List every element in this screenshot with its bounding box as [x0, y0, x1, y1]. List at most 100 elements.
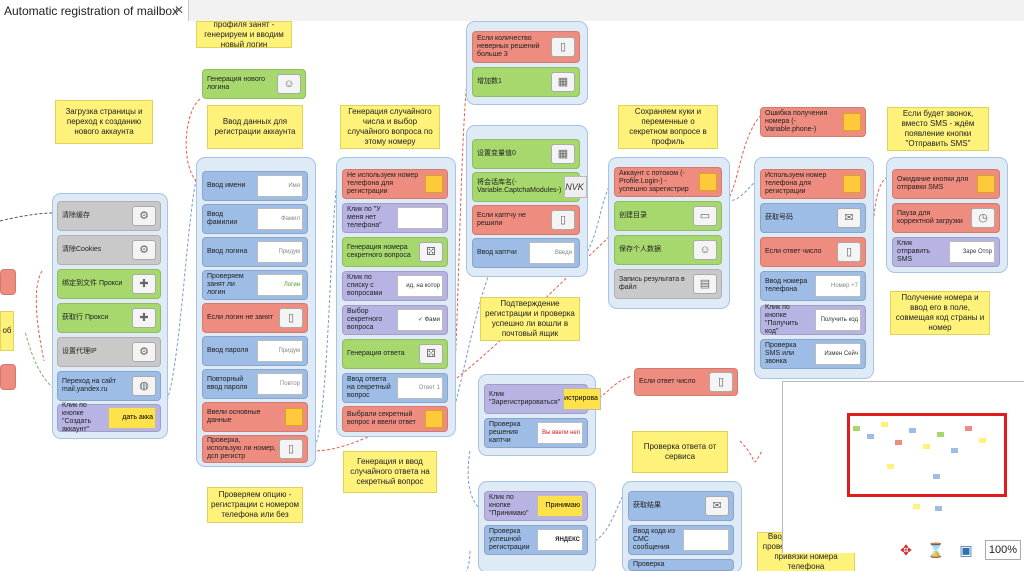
block-label: 绑定到文件 Прокси: [62, 280, 123, 287]
block-label: Клик по "У меня нет телефона": [347, 206, 382, 229]
move-icon[interactable]: ✥: [900, 541, 912, 558]
block-answer-is-number[interactable]: Если ответ число ▯: [760, 237, 866, 267]
block-set-var-zero[interactable]: 设置变量值0 ▦: [472, 139, 580, 169]
block-pause[interactable]: Пауза для корректной загрузки◷: [892, 203, 1000, 233]
phone-icon: ▯: [837, 242, 861, 262]
block-captcha-module[interactable]: 将会话库名(-Variable.CaptchaModules-)NVK: [472, 172, 587, 202]
block-set-proxy[interactable]: 设置代理IP⚙: [57, 337, 161, 367]
block-label: 创建目录: [619, 212, 647, 219]
block-data-entered[interactable]: Ввели основные данные: [202, 402, 308, 432]
hourglass-icon[interactable]: ⌛: [927, 541, 945, 558]
block-select-question[interactable]: Выбор секретного вопроса✓ Фами: [342, 305, 448, 335]
close-icon[interactable]: ✕: [174, 3, 185, 17]
block-wrong-solutions[interactable]: Если количество неверных решений больше …: [472, 31, 580, 63]
block-generate-login[interactable]: Генерация нового логина☺: [202, 69, 306, 99]
block-check[interactable]: Проверка: [628, 559, 734, 571]
block-preview: Придум: [257, 340, 303, 362]
block-label: 清除Cookies: [62, 246, 102, 253]
block-preview: Имя: [257, 175, 303, 197]
phone-icon: ▯: [279, 308, 303, 328]
minimap-node: [853, 426, 860, 431]
phone-icon: ▯: [709, 372, 733, 392]
sticky-icon: [285, 408, 303, 426]
minimap[interactable]: [782, 381, 1024, 553]
block-get-result[interactable]: 获取结果✉: [628, 491, 734, 521]
block-enter-sms-code[interactable]: Ввод кода из СМС сообщения: [628, 525, 734, 555]
block-preview: Придум: [257, 241, 303, 263]
zoom-level[interactable]: 100%: [985, 540, 1021, 560]
block-preview: Измен Сейч: [815, 343, 861, 365]
block-increment[interactable]: 增加数1▦: [472, 67, 580, 97]
block-check-phone-option[interactable]: Проверка, использую ли номер, дсп регист…: [202, 435, 308, 463]
block-preview: истрирова: [563, 388, 601, 410]
block-label: Проверка, использую ли номер, дсп регист…: [207, 437, 276, 460]
block-label: 获取号码: [765, 214, 793, 221]
block-label: Клик отправить SMS: [897, 240, 931, 263]
block-save-personal[interactable]: 保存个人数据☺: [614, 235, 722, 265]
clock-icon: ◷: [971, 208, 995, 228]
calculator-icon: ▦: [551, 144, 575, 164]
block-label: Используем номер телефона для регистраци…: [765, 172, 827, 195]
block-label: 设置变量值0: [477, 150, 516, 157]
block-login-free[interactable]: Если логин не занят▯: [202, 303, 308, 333]
block-label: Ввод ответа на секретный вопрос: [347, 376, 391, 399]
workflow-canvas[interactable]: профиля занят - генерируем и вводим новы…: [0, 21, 1024, 571]
block-click-accept[interactable]: Клик по кнопке "Принимаю"Принимаю: [484, 491, 588, 521]
block-clear-cache[interactable]: 清除缓存⚙: [57, 201, 161, 231]
block-generate-question-number[interactable]: Генерация номера секретного вопроса⚄: [342, 237, 448, 267]
block-create-dir[interactable]: 创建目录 ▭: [614, 201, 722, 231]
sticky-icon: [425, 175, 443, 193]
block-click-no-phone[interactable]: Клик по "У меня нет телефона": [342, 203, 448, 233]
minimap-node: [887, 464, 894, 469]
block-captcha-unsolved[interactable]: Если каптчу не решили▯: [472, 205, 580, 235]
edge-block-red[interactable]: [0, 269, 16, 295]
fit-view-icon[interactable]: ▣: [959, 541, 973, 558]
block-label: Выбор секретного вопроса: [347, 308, 383, 331]
block-generate-answer[interactable]: Генерация ответа⚄: [342, 339, 448, 369]
block-click-register[interactable]: Клик "Зарегистрироваться"истрирова: [484, 384, 601, 414]
block-preview: дать акка: [108, 407, 156, 429]
block-use-phone[interactable]: Используем номер телефона для регистраци…: [760, 169, 866, 199]
block-account-registered[interactable]: Аккаунт с потоком (-Profile.Login-) - ус…: [614, 167, 722, 197]
block-label: Ввод фамилии: [207, 211, 238, 226]
block-no-phone[interactable]: Не используем номер телефона для регистр…: [342, 169, 448, 199]
block-number-error[interactable]: Ошибка получения номера (-Variable.phone…: [760, 107, 866, 137]
block-wait-sms-button[interactable]: Ожидание кнопки для отправки SMS: [892, 169, 1000, 199]
edge-block-red-2[interactable]: [0, 364, 16, 390]
block-bind-proxy-file[interactable]: 绑定到文件 Прокси✚: [57, 269, 161, 299]
block-answer-number[interactable]: Если ответ число▯: [634, 368, 738, 396]
minimap-viewport[interactable]: [847, 413, 1007, 497]
block-get-number[interactable]: 获取号码✉: [760, 203, 866, 233]
sticky-icon: [425, 410, 443, 428]
tab-automatic-registration[interactable]: Automatic registration of mailbox ✕: [0, 0, 189, 21]
folder-icon: ▭: [693, 206, 717, 226]
block-get-proxy[interactable]: 获取行 Прокси✚: [57, 303, 161, 333]
block-click-get-code[interactable]: Клик по кнопке "Получить код"Получить ко…: [760, 304, 866, 335]
block-label: Если ответ число: [765, 248, 822, 255]
phone-icon: ▯: [279, 439, 303, 459]
block-goto-site[interactable]: Переход на сайт mail.yandex.ru◍: [57, 371, 161, 401]
minimap-node: [913, 504, 920, 509]
zoom-toolbar: ✥ ⌛ ▣ 100%: [895, 539, 1021, 561]
block-label: Не используем номер телефона для регистр…: [347, 172, 419, 195]
block-clear-cookies[interactable]: 清除Cookies⚙: [57, 235, 161, 265]
block-answer-entered[interactable]: Выбрали секретный вопрос и ввели ответ: [342, 406, 448, 432]
phone-icon: ▯: [551, 37, 575, 57]
block-click-create[interactable]: Клик по кнопке "Создать аккаунт"дать акк…: [57, 402, 161, 433]
sticky-icon: [843, 113, 861, 131]
block-write-result[interactable]: Запись результата в файл▤: [614, 269, 722, 299]
